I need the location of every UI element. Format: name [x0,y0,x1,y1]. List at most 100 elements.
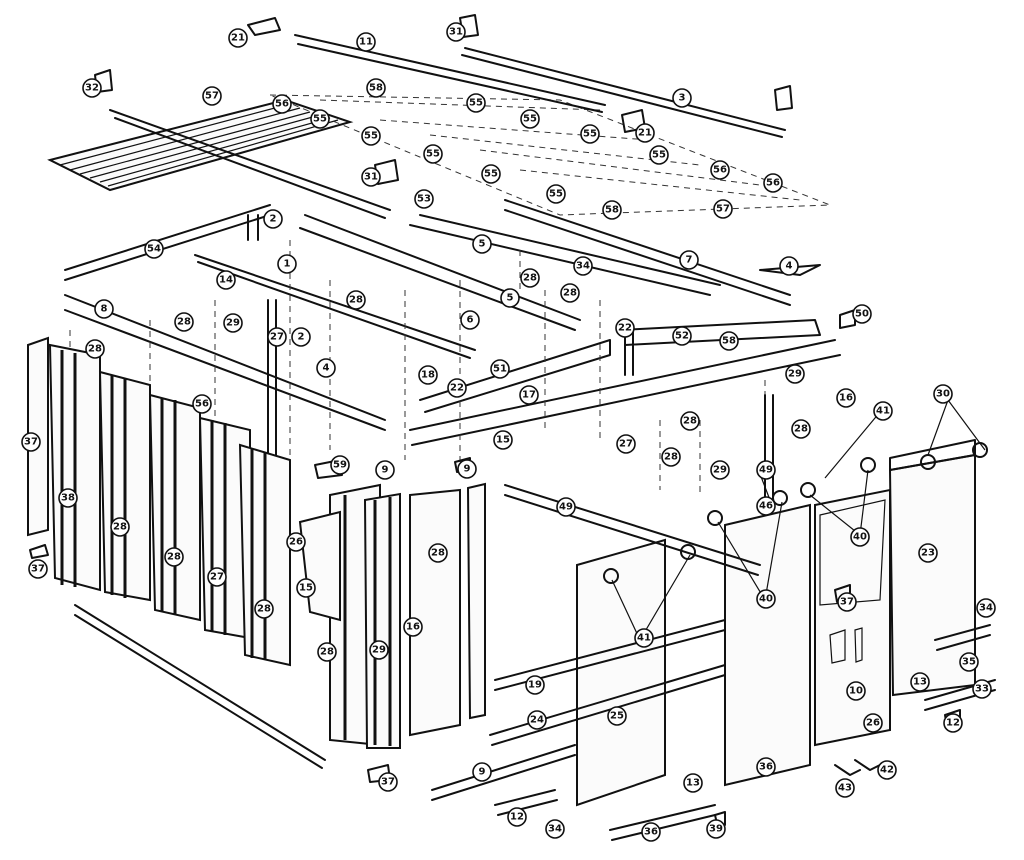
part-callout-32: 32 [82,78,102,98]
callout-circle [207,567,227,587]
callout-label: 24 [530,715,544,726]
part-callout-29: 29 [785,364,805,384]
callout-label: 49 [559,502,573,513]
part-callout-22: 22 [615,318,635,338]
callout-circle [756,496,776,516]
callout-label: 4 [323,363,330,374]
callout-circle [863,713,883,733]
callout-label: 15 [299,583,313,594]
callout-label: 28 [664,452,678,463]
callout-circle [943,713,963,733]
callout-circle [846,681,866,701]
part-callout-59: 59 [330,455,350,475]
callout-label: 27 [210,572,224,583]
callout-circle [291,327,311,347]
callout-label: 28 [167,552,181,563]
callout-circle [527,710,547,730]
callout-circle [228,28,248,48]
callout-circle [525,675,545,695]
part-callout-37: 37 [378,772,398,792]
left-wall-panels [27,336,291,667]
part-callout-29: 29 [369,640,389,660]
callout-label: 21 [638,128,652,139]
callout-circle [959,652,979,672]
part-callout-28: 28 [110,517,130,537]
callout-label: 41 [637,633,651,644]
callout-circle [472,762,492,782]
callout-label: 36 [759,762,773,773]
callout-circle [500,288,520,308]
callout-circle [713,199,733,219]
callout-circle [296,578,316,598]
callout-label: 10 [849,686,863,697]
part-callout-42: 42 [877,760,897,780]
callout-label: 32 [85,83,99,94]
callout-label: 9 [464,464,471,475]
callout-circle [267,327,287,347]
callout-circle [82,78,102,98]
callout-circle [174,312,194,332]
callout-circle [330,455,350,475]
callout-label: 16 [406,622,420,633]
callout-circle [472,234,492,254]
callout-circle [672,326,692,346]
callout-label: 25 [610,711,624,722]
callout-label: 28 [683,416,697,427]
callout-label: 41 [876,406,890,417]
callout-label: 4 [786,261,793,272]
callout-label: 36 [644,827,658,838]
frame-rafters [64,199,841,446]
part-callout-57: 57 [713,199,733,219]
callout-label: 18 [421,370,435,381]
callout-circle [21,432,41,452]
part-callout-43: 43 [835,778,855,798]
part-callout-26: 26 [286,532,306,552]
callout-label: 9 [479,767,486,778]
part-callout-34: 34 [573,256,593,276]
part-callout-55: 55 [466,93,486,113]
front-wall-panels [298,482,486,749]
part-callout-2: 2 [291,327,311,347]
callout-label: 55 [583,129,597,140]
callout-circle [490,359,510,379]
callout-circle [520,268,540,288]
part-callout-35: 35 [959,652,979,672]
callout-circle [164,547,184,567]
part-callout-49: 49 [756,460,776,480]
callout-label: 27 [619,439,633,450]
callout-circle [366,78,386,98]
part-callout-55: 55 [423,144,443,164]
callout-label: 29 [226,318,240,329]
callout-label: 37 [24,437,38,448]
callout-circle [28,559,48,579]
callout-label: 43 [838,783,852,794]
callout-circle [418,365,438,385]
part-callout-55: 55 [520,109,540,129]
part-callout-37: 37 [28,559,48,579]
part-callout-28: 28 [661,447,681,467]
part-callout-54: 54 [144,239,164,259]
callout-label: 35 [962,657,976,668]
leader-lines [611,399,986,641]
callout-circle [466,93,486,113]
callout-label: 28 [320,647,334,658]
part-callout-21: 21 [228,28,248,48]
part-callout-11: 11 [356,32,376,52]
callout-circle [356,32,376,52]
part-callout-6: 6 [460,310,480,330]
callout-label: 28 [794,424,808,435]
callout-label: 17 [522,390,536,401]
callout-circle [580,124,600,144]
callout-label: 55 [652,150,666,161]
part-callout-15: 15 [296,578,316,598]
callout-label: 37 [381,777,395,788]
callout-label: 13 [913,677,927,688]
callout-circle [560,283,580,303]
part-callout-30: 30 [933,384,953,404]
part-callout-56: 56 [272,94,292,114]
callout-label: 37 [840,597,854,608]
callout-circle [785,364,805,384]
callout-label: 15 [496,435,510,446]
callout-label: 28 [563,288,577,299]
